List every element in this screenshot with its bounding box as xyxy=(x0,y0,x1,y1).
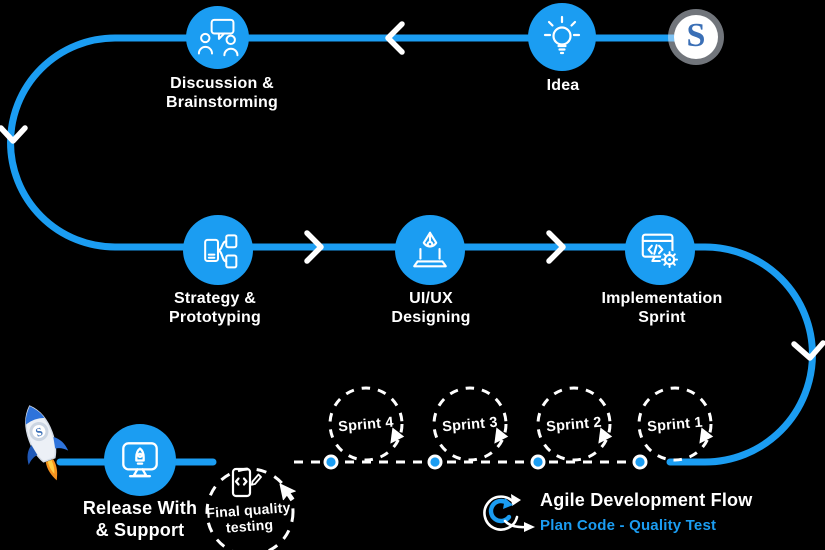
arrow-down-right-icon xyxy=(791,340,825,361)
final-quality-loop xyxy=(205,467,295,550)
node-strategy xyxy=(183,215,253,285)
label-idea: Idea xyxy=(546,77,580,94)
legend-title: Agile Development Flow xyxy=(540,490,753,510)
label-release: Release With & Support xyxy=(55,497,225,541)
rocket-flame-inner xyxy=(47,459,55,474)
rocket-window-letter: S xyxy=(34,424,45,440)
code-window-gear-icon xyxy=(641,233,679,269)
label-uiux: UI/UX Designing xyxy=(346,289,516,327)
label-release-line1: Release With xyxy=(82,498,198,518)
main-flow-line xyxy=(7,34,816,466)
sprint2-loop xyxy=(536,386,612,462)
label-discussion-line2: Brainstorming xyxy=(166,94,278,111)
arrow-right-icon-2 xyxy=(546,230,566,264)
sprint-dots xyxy=(323,454,648,470)
phone-testing-icon xyxy=(231,467,262,498)
arrow-left-icon xyxy=(385,21,405,55)
lightbulb-icon xyxy=(543,15,581,55)
prototype-sitemap-icon xyxy=(204,234,238,269)
label-strategy-line2: Prototyping xyxy=(169,309,261,326)
node-idea xyxy=(528,3,596,71)
label-discussion-line1: Discussion & xyxy=(170,75,274,92)
pen-tool-icon xyxy=(413,231,447,268)
sprint4-loop xyxy=(328,386,404,462)
label-discussion: Discussion & Brainstorming xyxy=(137,74,307,112)
node-release xyxy=(104,424,176,496)
node-discussion xyxy=(186,6,249,69)
label-release-line2: & Support xyxy=(95,520,185,540)
sprint3-loop xyxy=(432,386,508,462)
label-strategy-line1: Strategy & xyxy=(173,290,257,307)
rocket-window xyxy=(29,422,49,442)
agile-cycle-icon xyxy=(483,494,535,532)
arrow-down-left-icon xyxy=(0,125,28,144)
rocket-fin-right xyxy=(53,436,69,451)
label-uiux-line1: UI/UX xyxy=(409,290,453,307)
arrow-right-icon-1 xyxy=(304,230,324,264)
rocket-illustration: S xyxy=(25,405,69,481)
node-implementation xyxy=(625,215,695,285)
label-strategy: Strategy & Prototyping xyxy=(130,289,300,327)
rocket-nose xyxy=(25,406,45,425)
sprint4-loop-arrow-icon xyxy=(390,427,405,444)
label-implementation-line2: Sprint xyxy=(638,309,686,326)
legend-subtitle: Plan Code - Quality Test xyxy=(540,517,717,534)
sprint3-loop-arrow-icon xyxy=(494,427,509,444)
launch-monitor-icon xyxy=(122,442,158,478)
label-implementation-line1: Implementation xyxy=(601,290,723,307)
company-logo-letter: S xyxy=(686,17,706,54)
rocket-fin-left xyxy=(27,444,38,466)
sprint2-loop-arrow-icon xyxy=(598,427,613,444)
sprint1-loop xyxy=(637,386,713,462)
cursor-icon xyxy=(279,483,296,502)
label-uiux-line2: Designing xyxy=(391,309,471,326)
node-uiux xyxy=(395,215,465,285)
sprint1-loop-arrow-icon xyxy=(699,427,714,444)
label-implementation: Implementation Sprint xyxy=(577,289,747,327)
discussion-people-icon xyxy=(197,18,238,56)
company-logo: S xyxy=(674,15,718,59)
